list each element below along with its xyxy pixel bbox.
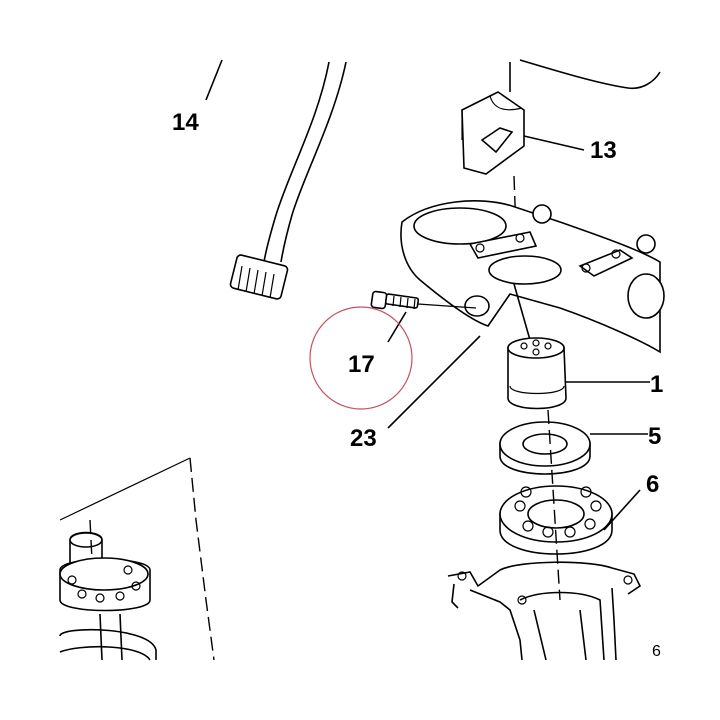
- bolt-part-17[interactable]: [370, 290, 420, 310]
- callout-17[interactable]: 17: [348, 351, 375, 378]
- callout-6-partial[interactable]: 6: [652, 643, 661, 660]
- leader-line-17: [387, 311, 407, 343]
- stem-wire-line: [513, 283, 531, 341]
- fork-bridge-part-23[interactable]: [400, 200, 665, 354]
- bolt-axis-line: [417, 303, 477, 309]
- leader-line-23: [387, 335, 481, 429]
- callout-6[interactable]: 6: [646, 471, 659, 498]
- center-axis-line: [547, 409, 561, 601]
- lower-left-stem-assembly: [59, 457, 215, 661]
- ball-bearing-part-6[interactable]: [499, 485, 613, 555]
- upper-fork-crown-outline: [519, 59, 661, 90]
- callout-14[interactable]: 14: [172, 109, 199, 136]
- leader-line-13: [523, 135, 585, 151]
- leader-line-6: [603, 489, 641, 531]
- callout-13[interactable]: 13: [590, 137, 617, 164]
- washer-part-5[interactable]: [499, 421, 591, 475]
- leader-line-14: [205, 59, 223, 101]
- lower-fork-body: [447, 561, 642, 661]
- steering-nut-part-1[interactable]: [507, 337, 567, 410]
- callout-5[interactable]: 5: [648, 423, 661, 450]
- callout-1[interactable]: 1: [650, 371, 663, 398]
- wiring-harness-part-14[interactable]: [229, 61, 347, 300]
- highlight-ring-17: [309, 306, 413, 410]
- callout-23[interactable]: 23: [350, 425, 377, 452]
